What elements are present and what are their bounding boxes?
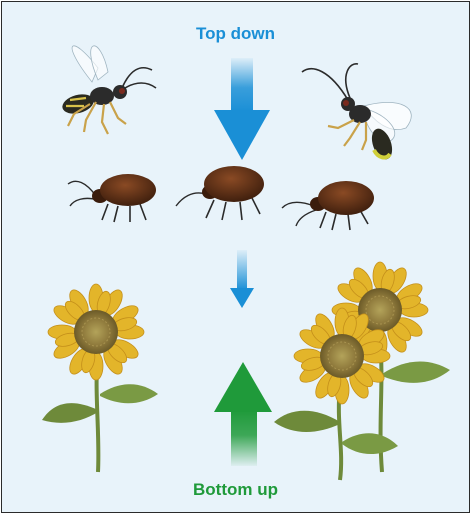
beetle-icon xyxy=(68,174,156,222)
top-down-small-arrow-icon xyxy=(230,250,254,308)
wasp-icon xyxy=(60,46,156,134)
sunflower-icon xyxy=(42,284,158,472)
diagram-canvas xyxy=(2,2,470,513)
bottom-up-arrow-icon xyxy=(214,362,272,466)
top-down-arrow-icon xyxy=(214,58,270,160)
bottom-up-label: Bottom up xyxy=(2,480,469,500)
beetle-icon xyxy=(282,181,374,230)
top-down-label: Top down xyxy=(2,24,469,44)
beetle-icon xyxy=(176,166,264,220)
wasp-icon xyxy=(302,64,411,162)
